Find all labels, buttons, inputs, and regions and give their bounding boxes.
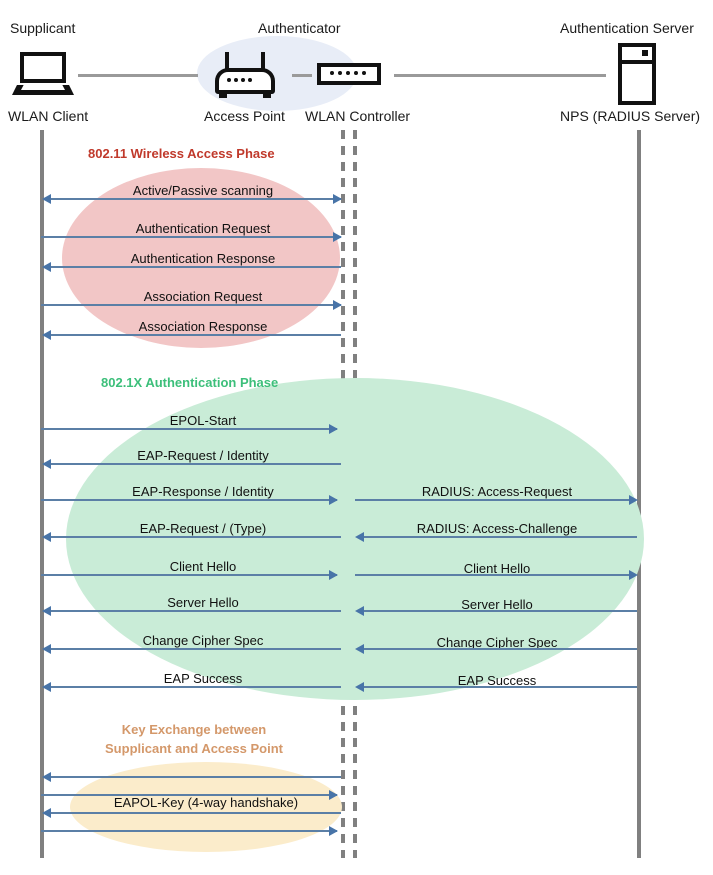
message-line (358, 686, 637, 688)
message-label: EAP Success (163, 671, 243, 686)
arrowhead-left-icon (42, 330, 51, 340)
message-label: RADIUS: Access-Request (421, 484, 573, 499)
message-label: Server Hello (167, 595, 239, 610)
actor-role-authenticator: Authenticator (258, 20, 341, 36)
message-label: EAPOL-Key (4-way handshake) (113, 795, 299, 810)
arrowhead-left-icon (42, 532, 51, 542)
message-line (355, 574, 633, 576)
arrowhead-left-icon (355, 682, 364, 692)
actor-device-auth-server: NPS (RADIUS Server) (560, 108, 701, 124)
message-label: Client Hello (169, 559, 237, 574)
actor-role-auth-server: Authentication Server (560, 20, 694, 36)
message-line (358, 610, 637, 612)
message-line (44, 198, 341, 200)
phase-label-8021x: 802.1X Authentication Phase (101, 375, 279, 390)
arrowhead-left-icon (42, 772, 51, 782)
actor-device-access-point: Access Point (204, 108, 285, 124)
message-line (44, 334, 341, 336)
message-line (41, 428, 337, 430)
message-label: Client Hello (463, 561, 531, 576)
arrowhead-left-icon (355, 606, 364, 616)
arrowhead-left-icon (42, 644, 51, 654)
message-line (44, 463, 341, 465)
message-line (44, 266, 341, 268)
message-line (44, 776, 341, 778)
arrowhead-right-icon (329, 790, 338, 800)
server-icon (618, 43, 656, 105)
arrowhead-right-icon (629, 570, 638, 580)
wlan-controller-icon (317, 63, 381, 85)
message-label: Authentication Request (135, 221, 271, 236)
link-ap-to-controller (292, 74, 312, 77)
arrowhead-right-icon (329, 570, 338, 580)
phase-label-key-exchange-line1: Key Exchange between (121, 722, 267, 737)
message-line (44, 812, 341, 814)
laptop-icon (12, 52, 74, 96)
arrowhead-left-icon (42, 682, 51, 692)
arrowhead-right-icon (333, 194, 342, 204)
message-label: EAP-Response / Identity (132, 484, 274, 499)
arrowhead-right-icon (333, 232, 342, 242)
message-line (44, 536, 341, 538)
message-label: EPOL-Start (169, 413, 237, 428)
arrowhead-left-icon (42, 459, 51, 469)
message-line (41, 574, 337, 576)
arrowhead-right-icon (329, 424, 338, 434)
message-line (41, 236, 341, 238)
message-line (41, 794, 337, 796)
access-point-icon (215, 52, 275, 98)
link-controller-to-server (394, 74, 606, 77)
message-label: EAP Success (457, 673, 537, 688)
message-line (355, 499, 633, 501)
actor-device-wlan-controller: WLAN Controller (305, 108, 411, 124)
lifeline-auth-server (637, 130, 641, 858)
message-label: EAP-Request / (Type) (139, 521, 267, 536)
message-label: RADIUS: Access-Challenge (416, 521, 578, 536)
phase-label-wireless-access: 802.11 Wireless Access Phase (88, 146, 275, 161)
arrowhead-right-icon (629, 495, 638, 505)
message-label: Association Response (138, 319, 268, 334)
arrowhead-right-icon (329, 826, 338, 836)
message-line (41, 830, 337, 832)
phase-label-key-exchange-line2: Supplicant and Access Point (105, 741, 283, 756)
arrowhead-left-icon (42, 262, 51, 272)
message-label: Authentication Response (130, 251, 276, 266)
message-label: Association Request (143, 289, 263, 304)
message-label: Active/Passive scanning (132, 183, 274, 198)
arrowhead-left-icon (42, 606, 51, 616)
arrowhead-left-icon (42, 194, 51, 204)
lifeline-supplicant (40, 130, 44, 858)
arrowhead-left-icon (355, 644, 364, 654)
actor-device-supplicant: WLAN Client (8, 108, 89, 124)
arrowhead-left-icon (42, 808, 51, 818)
message-line (44, 648, 341, 650)
message-line (358, 648, 637, 650)
message-line (41, 304, 341, 306)
arrowhead-right-icon (333, 300, 342, 310)
message-line (358, 536, 637, 538)
arrowhead-left-icon (355, 532, 364, 542)
message-label: Change Cipher Spec (436, 635, 558, 650)
message-line (44, 610, 341, 612)
actor-role-supplicant: Supplicant (10, 20, 76, 36)
message-label: EAP-Request / Identity (137, 448, 269, 463)
message-label: Change Cipher Spec (142, 633, 264, 648)
link-client-to-ap (78, 74, 198, 77)
message-line (41, 499, 337, 501)
message-label: Server Hello (461, 597, 533, 612)
arrowhead-right-icon (329, 495, 338, 505)
message-line (44, 686, 341, 688)
